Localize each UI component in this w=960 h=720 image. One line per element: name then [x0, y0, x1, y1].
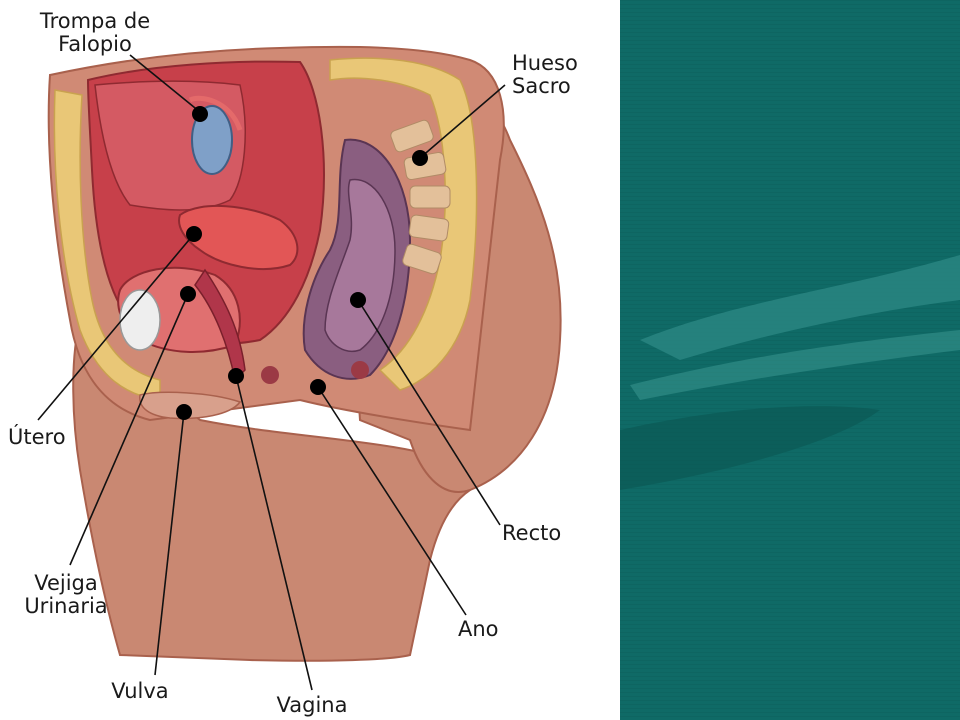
- hand-shadow: [620, 406, 880, 490]
- label-trompa-de-falopio: Trompa de Falopio: [20, 10, 170, 56]
- label-utero: Útero: [8, 426, 98, 449]
- ovary: [191, 105, 233, 175]
- label-hueso-sacro: Hueso Sacro: [512, 52, 612, 98]
- sphincter-muscle: [351, 361, 369, 379]
- leader-utero: [37, 233, 195, 421]
- marker-utero: [186, 226, 202, 242]
- marker-vejiga: [180, 286, 196, 302]
- label-ano: Ano: [458, 618, 528, 641]
- label-line: Hueso: [512, 51, 578, 75]
- uterus: [178, 205, 299, 271]
- sacrum: [390, 119, 451, 275]
- marker-vagina: [228, 368, 244, 384]
- leader-recto: [357, 299, 501, 526]
- label-line: Sacro: [512, 74, 571, 98]
- label-line: Recto: [502, 521, 562, 545]
- label-vejiga-urinaria: Vejiga Urinaria: [6, 572, 126, 618]
- label-line: Vagina: [276, 693, 348, 717]
- label-line: Trompa de: [39, 9, 151, 33]
- marker-vulva: [176, 404, 192, 420]
- label-recto: Recto: [502, 522, 592, 545]
- marker-hueso: [412, 150, 428, 166]
- abdominal-fat: [53, 89, 161, 401]
- marker-trompa: [192, 106, 208, 122]
- sphincter-muscle: [261, 366, 279, 384]
- label-vagina: Vagina: [262, 694, 362, 717]
- label-line: Ano: [458, 617, 499, 641]
- pelvis-cross-section: [37, 45, 562, 691]
- hand-silhouette: [640, 255, 960, 360]
- marker-dots: [176, 106, 428, 420]
- leader-vulva: [154, 411, 185, 676]
- sacral-fat: [329, 57, 478, 391]
- leader-hueso: [419, 84, 506, 159]
- label-line: Útero: [8, 425, 66, 449]
- decorative-side-panel: [620, 0, 960, 720]
- rectum-inner: [324, 178, 396, 352]
- marker-ano: [310, 379, 326, 395]
- fallopian-tube: [188, 95, 243, 131]
- pubic-bone: [119, 289, 161, 351]
- teal-background: [620, 0, 960, 720]
- label-vulva: Vulva: [95, 680, 185, 703]
- leader-vagina: [235, 375, 313, 691]
- vulva-shape: [139, 391, 242, 420]
- label-line: Falopio: [58, 32, 132, 56]
- leader-lines: [37, 54, 506, 691]
- leader-ano: [317, 386, 467, 616]
- label-line: Vejiga: [34, 571, 98, 595]
- anatomy-illustration: Trompa de Falopio Hueso Sacro Útero Veji…: [6, 9, 612, 717]
- label-line: Urinaria: [24, 594, 108, 618]
- hand-finger: [630, 330, 960, 400]
- label-line: Vulva: [111, 679, 169, 703]
- marker-recto: [350, 292, 366, 308]
- leader-trompa: [129, 54, 201, 113]
- leader-vejiga: [69, 293, 189, 566]
